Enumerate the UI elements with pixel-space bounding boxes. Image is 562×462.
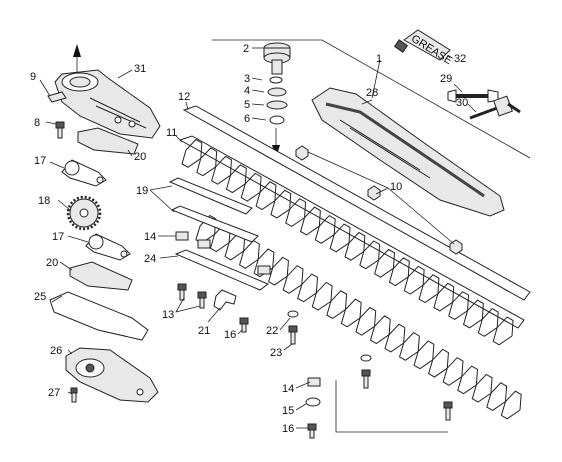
part-17-crank-lower — [85, 233, 131, 261]
part-23-bolt — [288, 325, 298, 345]
part-20-shim-upper — [77, 127, 139, 155]
part-20-shim-lower — [69, 261, 133, 291]
part-2-knob — [263, 42, 291, 75]
label-20-lower: 20 — [46, 257, 58, 269]
lower-blade — [195, 214, 522, 420]
gear-case — [54, 69, 161, 139]
part-18-gear — [66, 195, 102, 231]
label-8: 8 — [34, 117, 40, 129]
label-29: 29 — [440, 73, 452, 85]
part-9-plate — [47, 91, 67, 103]
label-3: 3 — [244, 73, 250, 85]
part-16-bolt-b — [307, 423, 317, 439]
part-25-gasket — [49, 291, 149, 341]
label-19: 19 — [136, 185, 148, 197]
label-10: 10 — [390, 181, 402, 193]
arrow-up-head — [73, 44, 81, 57]
part-29-wrench — [447, 89, 499, 103]
assembly-outline — [212, 39, 531, 159]
label-14-lower: 14 — [282, 383, 294, 395]
part-30-socket-wrench — [469, 95, 521, 120]
label-9: 9 — [30, 71, 36, 83]
part-5-washer — [266, 100, 288, 110]
label-1: 1 — [376, 53, 382, 65]
part-3-washer — [269, 76, 283, 84]
part-12-top-bar — [182, 105, 531, 301]
label-31: 31 — [134, 63, 146, 75]
part-14-spacer-a — [175, 231, 189, 241]
lower-bolt-a — [361, 369, 371, 389]
part-14-spacer-c — [257, 265, 271, 275]
label-32: 32 — [454, 53, 466, 65]
label-21: 21 — [198, 325, 210, 337]
lower-washer — [360, 354, 372, 362]
part-11-bar — [178, 135, 525, 329]
label-6: 6 — [244, 113, 250, 125]
label-24: 24 — [144, 253, 156, 265]
part-14-spacer-d — [307, 377, 321, 387]
label-20-upper: 20 — [134, 151, 146, 163]
label-17-lower: 17 — [52, 231, 64, 243]
label-16-upper: 16 — [224, 329, 236, 341]
part-24-strip — [174, 249, 270, 291]
label-26: 26 — [50, 345, 62, 357]
label-4: 4 — [244, 85, 250, 97]
part-28-handle — [311, 87, 505, 217]
label-27: 27 — [48, 387, 60, 399]
label-22: 22 — [266, 325, 278, 337]
label-28: 28 — [366, 87, 378, 99]
part-4-washer — [267, 87, 287, 97]
label-5: 5 — [244, 99, 250, 111]
part-17-crank-upper — [61, 159, 107, 187]
part-32-grease-tube: GREASE — [393, 29, 454, 67]
label-11: 11 — [166, 127, 177, 139]
label-18: 18 — [38, 195, 50, 207]
part-10-nut-b — [367, 185, 381, 201]
label-12: 12 — [178, 91, 190, 103]
label-2: 2 — [243, 43, 249, 55]
part-26-cover — [65, 347, 159, 403]
label-16-lower: 16 — [282, 423, 294, 435]
part-16-bolt-a — [239, 317, 249, 333]
upper-blade — [181, 138, 514, 346]
part-19-plate-b — [170, 205, 259, 243]
leader-lines — [39, 47, 477, 429]
lower-bracket-outline — [335, 380, 448, 433]
label-17-upper: 17 — [34, 155, 46, 167]
part-15-washer — [305, 397, 321, 407]
part-10-nut-a — [295, 145, 309, 161]
label-13: 13 — [162, 309, 174, 321]
label-25: 25 — [34, 291, 46, 303]
label-14-upper: 14 — [144, 231, 156, 243]
label-30: 30 — [456, 97, 468, 109]
part-14-spacer-b — [197, 239, 211, 249]
part-21-bracket — [213, 289, 237, 311]
part-6-ring — [269, 115, 285, 125]
label-15: 15 — [282, 405, 294, 417]
part-19-plate-a — [168, 177, 253, 215]
lower-bolt-b — [443, 401, 453, 421]
part-labels: 2 3 4 5 6 1 28 32 29 30 31 9 8 20 17 18 … — [30, 43, 468, 435]
part-27-screw — [70, 387, 78, 403]
part-8-bolt — [55, 121, 65, 139]
part-13-bolts — [177, 283, 207, 309]
part-22-washer — [287, 310, 299, 318]
label-23: 23 — [270, 347, 282, 359]
